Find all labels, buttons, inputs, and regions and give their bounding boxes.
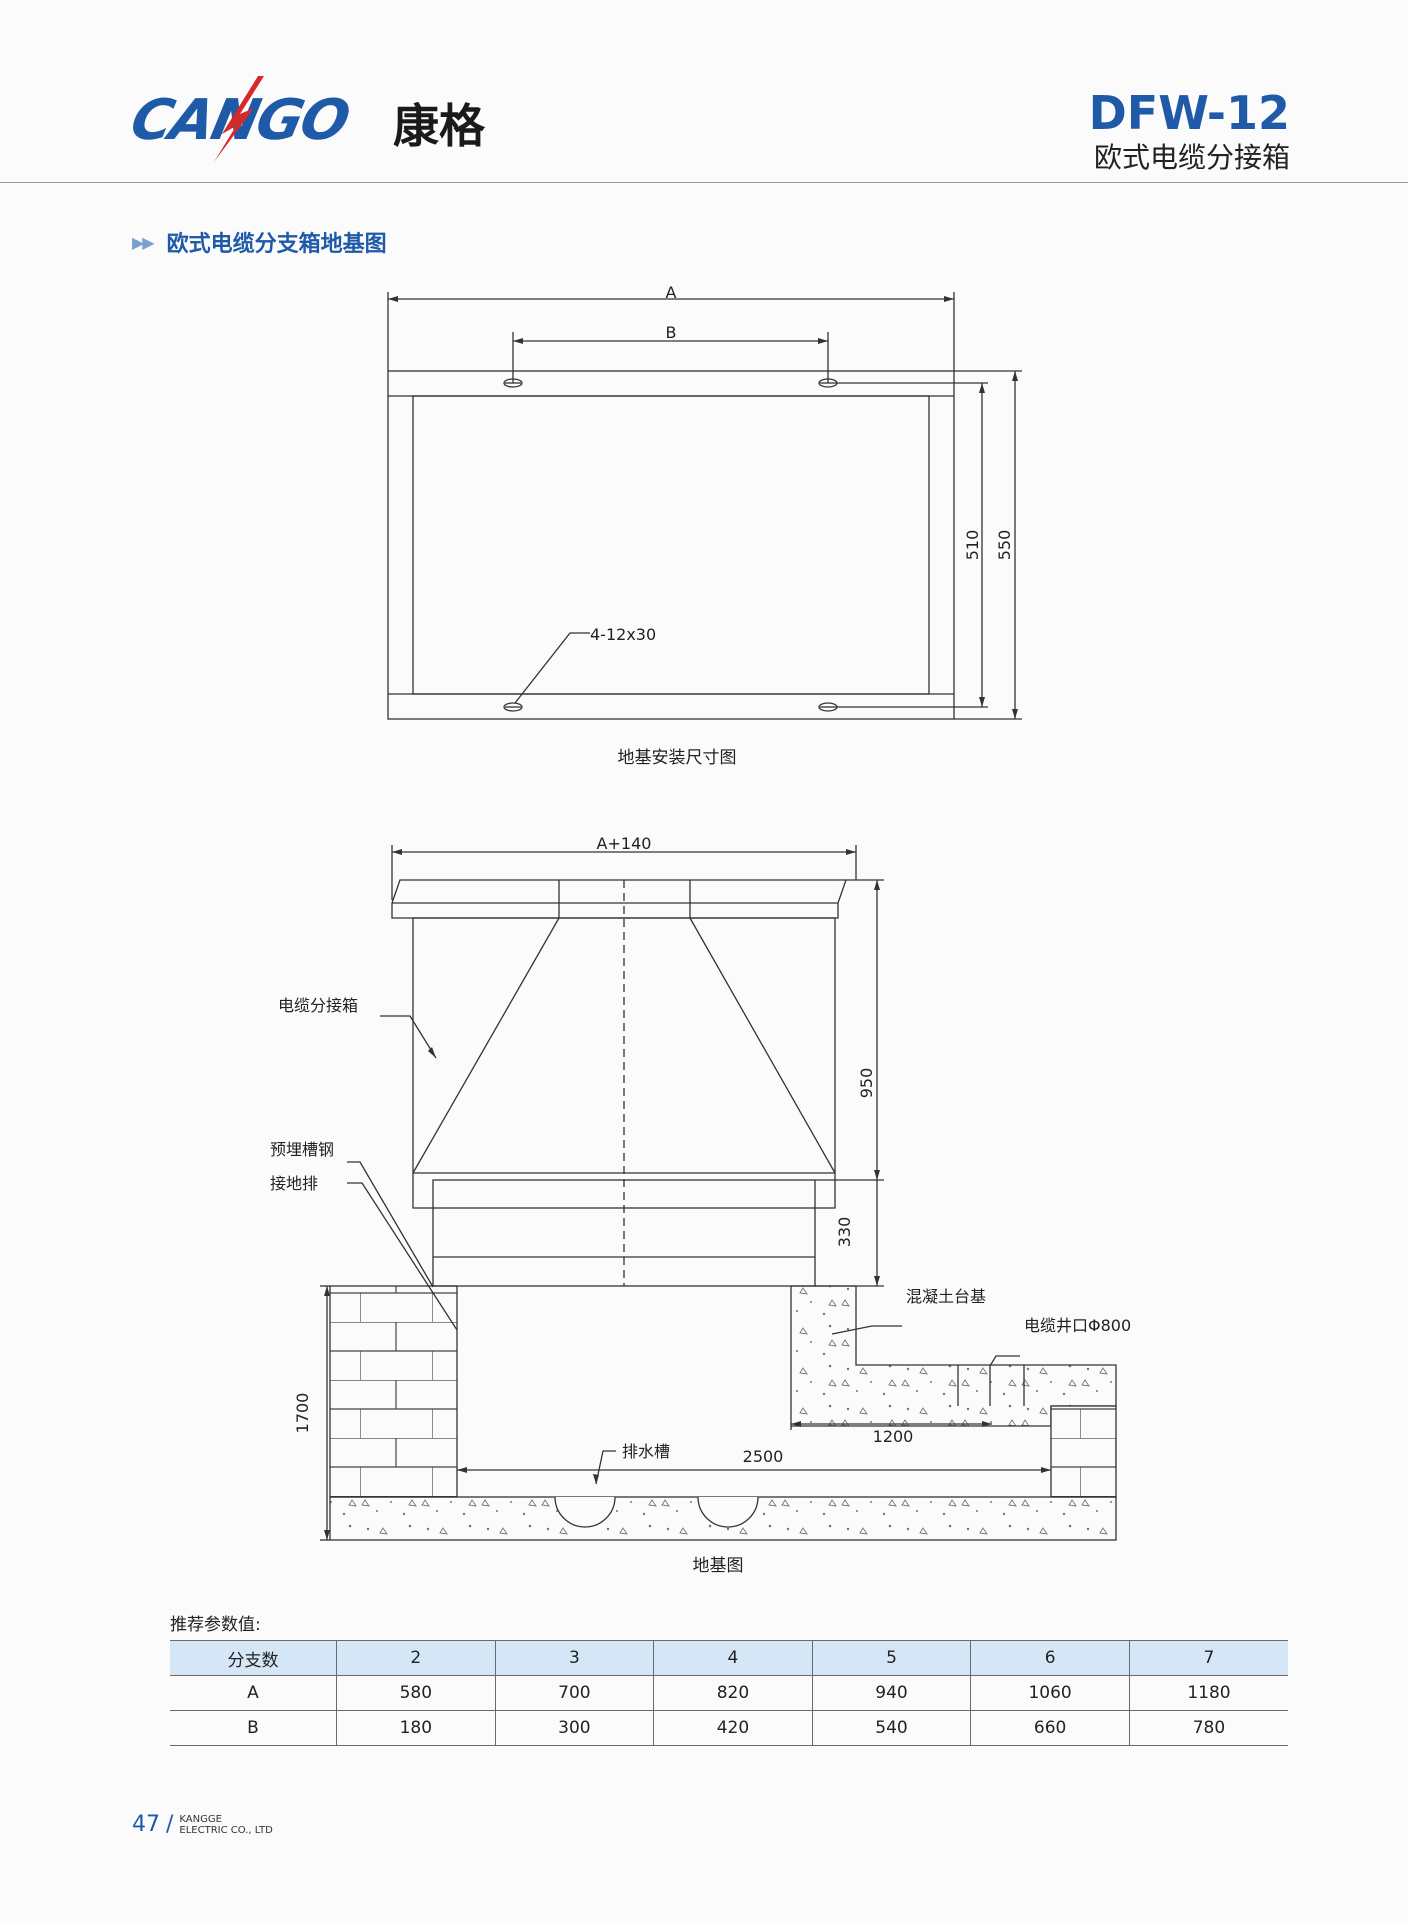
table-cell: A	[170, 1675, 337, 1711]
model-number: DFW-12	[1088, 86, 1290, 140]
product-name: 欧式电缆分接箱	[1093, 141, 1290, 174]
callout-drain-groove: 排水槽	[622, 1442, 670, 1461]
table-cell: 1180	[1128, 1675, 1288, 1711]
dim-label-width: A+140	[597, 834, 652, 853]
mounting-dimension-diagram: A B 510 550 4-12x30 地基安装尺寸图	[387, 283, 1022, 768]
table-cell: 700	[494, 1675, 654, 1711]
callout-cable-well: 电缆井口Φ800	[1024, 1316, 1131, 1335]
company-line-1: KANGGE	[179, 1813, 222, 1825]
diagram1-caption: 地基安装尺寸图	[618, 748, 737, 768]
footer-separator: /	[166, 1812, 174, 1837]
page-number: 47	[132, 1812, 160, 1837]
company-line-2: ELECTRIC CO., LTD	[179, 1824, 273, 1836]
dim-label-330: 330	[835, 1217, 854, 1248]
diagram2-caption: 地基图	[693, 1556, 744, 1576]
hole-spec-label: 4-12x30	[590, 625, 656, 644]
table-row: A 580 700 820 940 1060 1180	[170, 1675, 1288, 1711]
table-cell: 1060	[970, 1675, 1130, 1711]
table-cell: 820	[653, 1675, 813, 1711]
header-cell: 分支数	[170, 1640, 337, 1676]
header-cell: 6	[970, 1640, 1130, 1676]
table-cell: 180	[336, 1710, 496, 1746]
table-cell: 540	[811, 1710, 971, 1746]
header-cell: 5	[811, 1640, 971, 1676]
table-cell: B	[170, 1710, 337, 1746]
table-heading: 推荐参数值:	[170, 1615, 261, 1635]
table-cell: 940	[811, 1675, 971, 1711]
table-header-row: 分支数 2 3 4 5 6 7	[170, 1640, 1288, 1676]
dim-label-2500: 2500	[743, 1447, 784, 1466]
section-heading: ▶▶ 欧式电缆分支箱地基图	[132, 226, 387, 258]
callout-cable-box: 电缆分接箱	[278, 996, 358, 1015]
header-divider	[0, 182, 1408, 183]
recommended-parameters-table: 分支数 2 3 4 5 6 7 A 580 700 820 940 1060 1…	[170, 1640, 1288, 1746]
header-cell: 2	[336, 1640, 496, 1676]
dim-label-b: B	[666, 323, 677, 342]
page-footer: 47 / KANGGE ELECTRIC CO., LTD	[132, 1812, 273, 1837]
table-row: B 180 300 420 540 660 780	[170, 1710, 1288, 1746]
header-cell: 7	[1128, 1640, 1288, 1676]
table-cell: 660	[970, 1710, 1130, 1746]
double-arrow-icon: ▶▶	[132, 232, 155, 252]
company-name: KANGGE ELECTRIC CO., LTD	[179, 1814, 272, 1836]
dim-label-1700: 1700	[293, 1393, 312, 1434]
header-cell: 3	[494, 1640, 654, 1676]
dim-label-550: 550	[995, 530, 1014, 561]
table-cell: 580	[336, 1675, 496, 1711]
header-cell: 4	[653, 1640, 813, 1676]
logo-bolt-icon	[214, 76, 264, 162]
section-title: 欧式电缆分支箱地基图	[166, 232, 387, 257]
table-cell: 420	[653, 1710, 813, 1746]
callout-concrete-base: 混凝土台基	[906, 1287, 986, 1306]
dim-label-1200: 1200	[873, 1427, 914, 1446]
dim-label-a: A	[666, 283, 677, 302]
dim-label-950: 950	[857, 1068, 876, 1099]
foundation-section-diagram: A+140 950 330 1700 1200 2500 电缆分接箱 预埋槽钢 …	[270, 834, 1131, 1576]
callout-grounding-bar: 接地排	[270, 1174, 318, 1193]
dim-label-510: 510	[963, 530, 982, 561]
page-header: CANGO 康格 DFW-12 欧式电缆分接箱	[0, 0, 1408, 182]
callout-embedded-channel: 预埋槽钢	[270, 1140, 334, 1159]
table-cell: 300	[494, 1710, 654, 1746]
logo-chinese: 康格	[393, 99, 485, 153]
table-cell: 780	[1128, 1710, 1288, 1746]
